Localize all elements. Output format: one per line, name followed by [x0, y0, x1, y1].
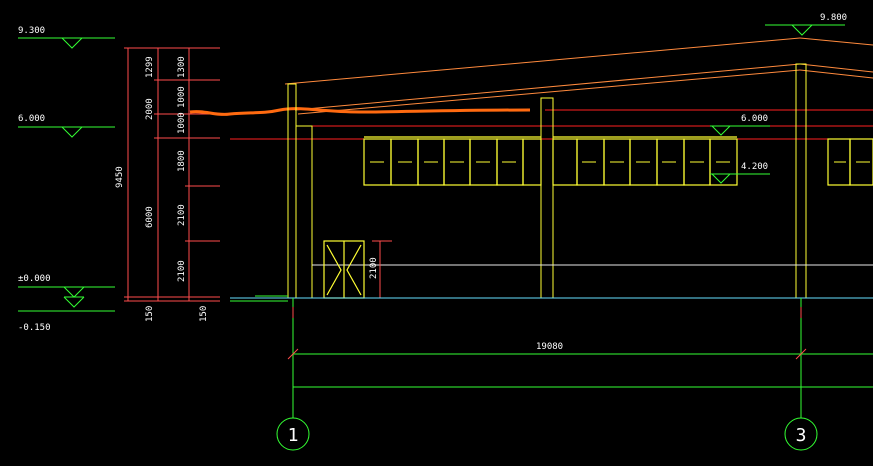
gutter-line	[189, 107, 531, 116]
dim-seg-2100-a: 2100	[177, 204, 187, 226]
level-marker-window-left	[18, 126, 115, 138]
dim-seg-2100-b: 2100	[177, 260, 187, 282]
axis-label-1: 1	[288, 425, 299, 446]
dim-seg-1300: 1300	[177, 56, 187, 78]
level-marker-eave	[18, 37, 115, 49]
dim-total-height: 9450	[115, 166, 125, 188]
level-marker-ridge	[765, 24, 845, 36]
level-window-sill-label: 4.200	[741, 162, 768, 172]
reference-lines	[230, 109, 873, 140]
roof-lines	[284, 37, 873, 115]
dim-seg-1000-a: 1000	[177, 86, 187, 108]
level-outside-label: -0.150	[18, 323, 51, 333]
axis-bubble-1: 1	[276, 417, 310, 451]
dim-roof-part: 2000	[145, 98, 155, 120]
window-strip	[363, 136, 873, 186]
dim-span: 19080	[536, 342, 563, 352]
level-eave-label: 9.300	[18, 26, 45, 36]
dim-seg-1000-b: 1000	[177, 112, 187, 134]
level-window-left-label: 6.000	[18, 114, 45, 124]
level-window-right-label: 6.000	[741, 114, 768, 124]
columns	[287, 63, 807, 299]
ground-lines	[230, 295, 873, 302]
axis-label-3: 3	[796, 425, 807, 446]
dim-top-part: 1299	[145, 56, 155, 78]
span-dimension	[287, 298, 873, 418]
dimension-chains	[124, 47, 220, 302]
level-ridge-label: 9.800	[820, 13, 847, 23]
level-marker-window-right	[710, 125, 770, 184]
dim-seg-1800: 1800	[177, 150, 187, 172]
door	[323, 240, 365, 299]
axis-bubble-3: 3	[784, 417, 818, 451]
dim-door-height: 2100	[369, 257, 379, 279]
dimension-texts: 9450 6000 2000 1299 1300 1000 1000 1800 …	[115, 56, 209, 322]
level-ground-label: ±0.000	[18, 274, 51, 284]
level-marker-ground	[18, 286, 115, 312]
dim-base-a: 150	[145, 306, 155, 322]
dim-base-b: 150	[199, 306, 209, 322]
dim-lower-height: 6000	[145, 206, 155, 228]
